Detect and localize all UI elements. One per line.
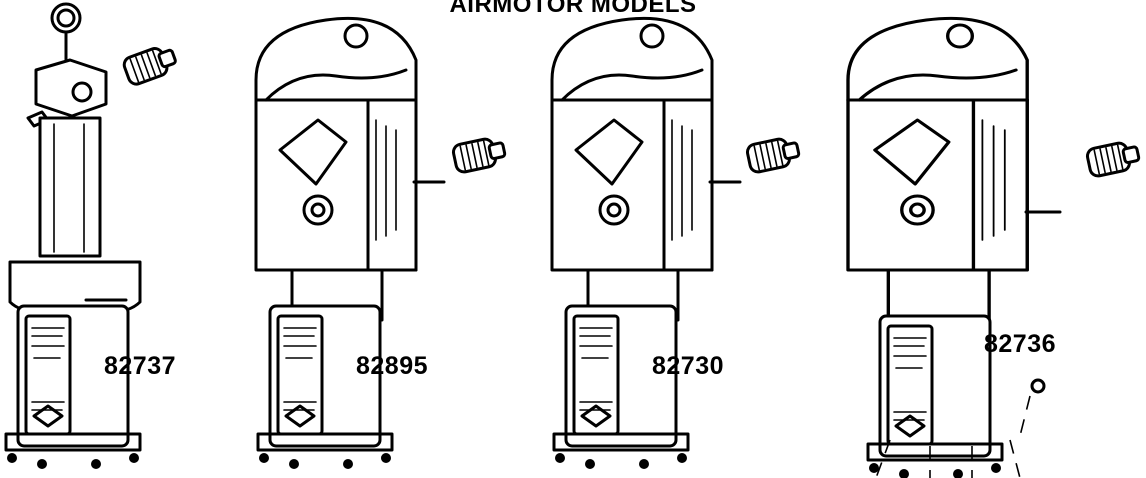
diagram-title: AIRMOTOR MODELS — [449, 0, 697, 18]
model-82736-illustration — [846, 16, 1143, 478]
model-82895-illustration — [254, 16, 509, 471]
model-number-label: 82895 — [356, 352, 429, 380]
model-number-label: 82730 — [652, 352, 725, 380]
model-82730-illustration — [550, 16, 803, 471]
model-number-label: 82737 — [104, 352, 177, 380]
model-82737-illustration — [4, 2, 181, 471]
model-number-label: 82736 — [984, 330, 1057, 358]
